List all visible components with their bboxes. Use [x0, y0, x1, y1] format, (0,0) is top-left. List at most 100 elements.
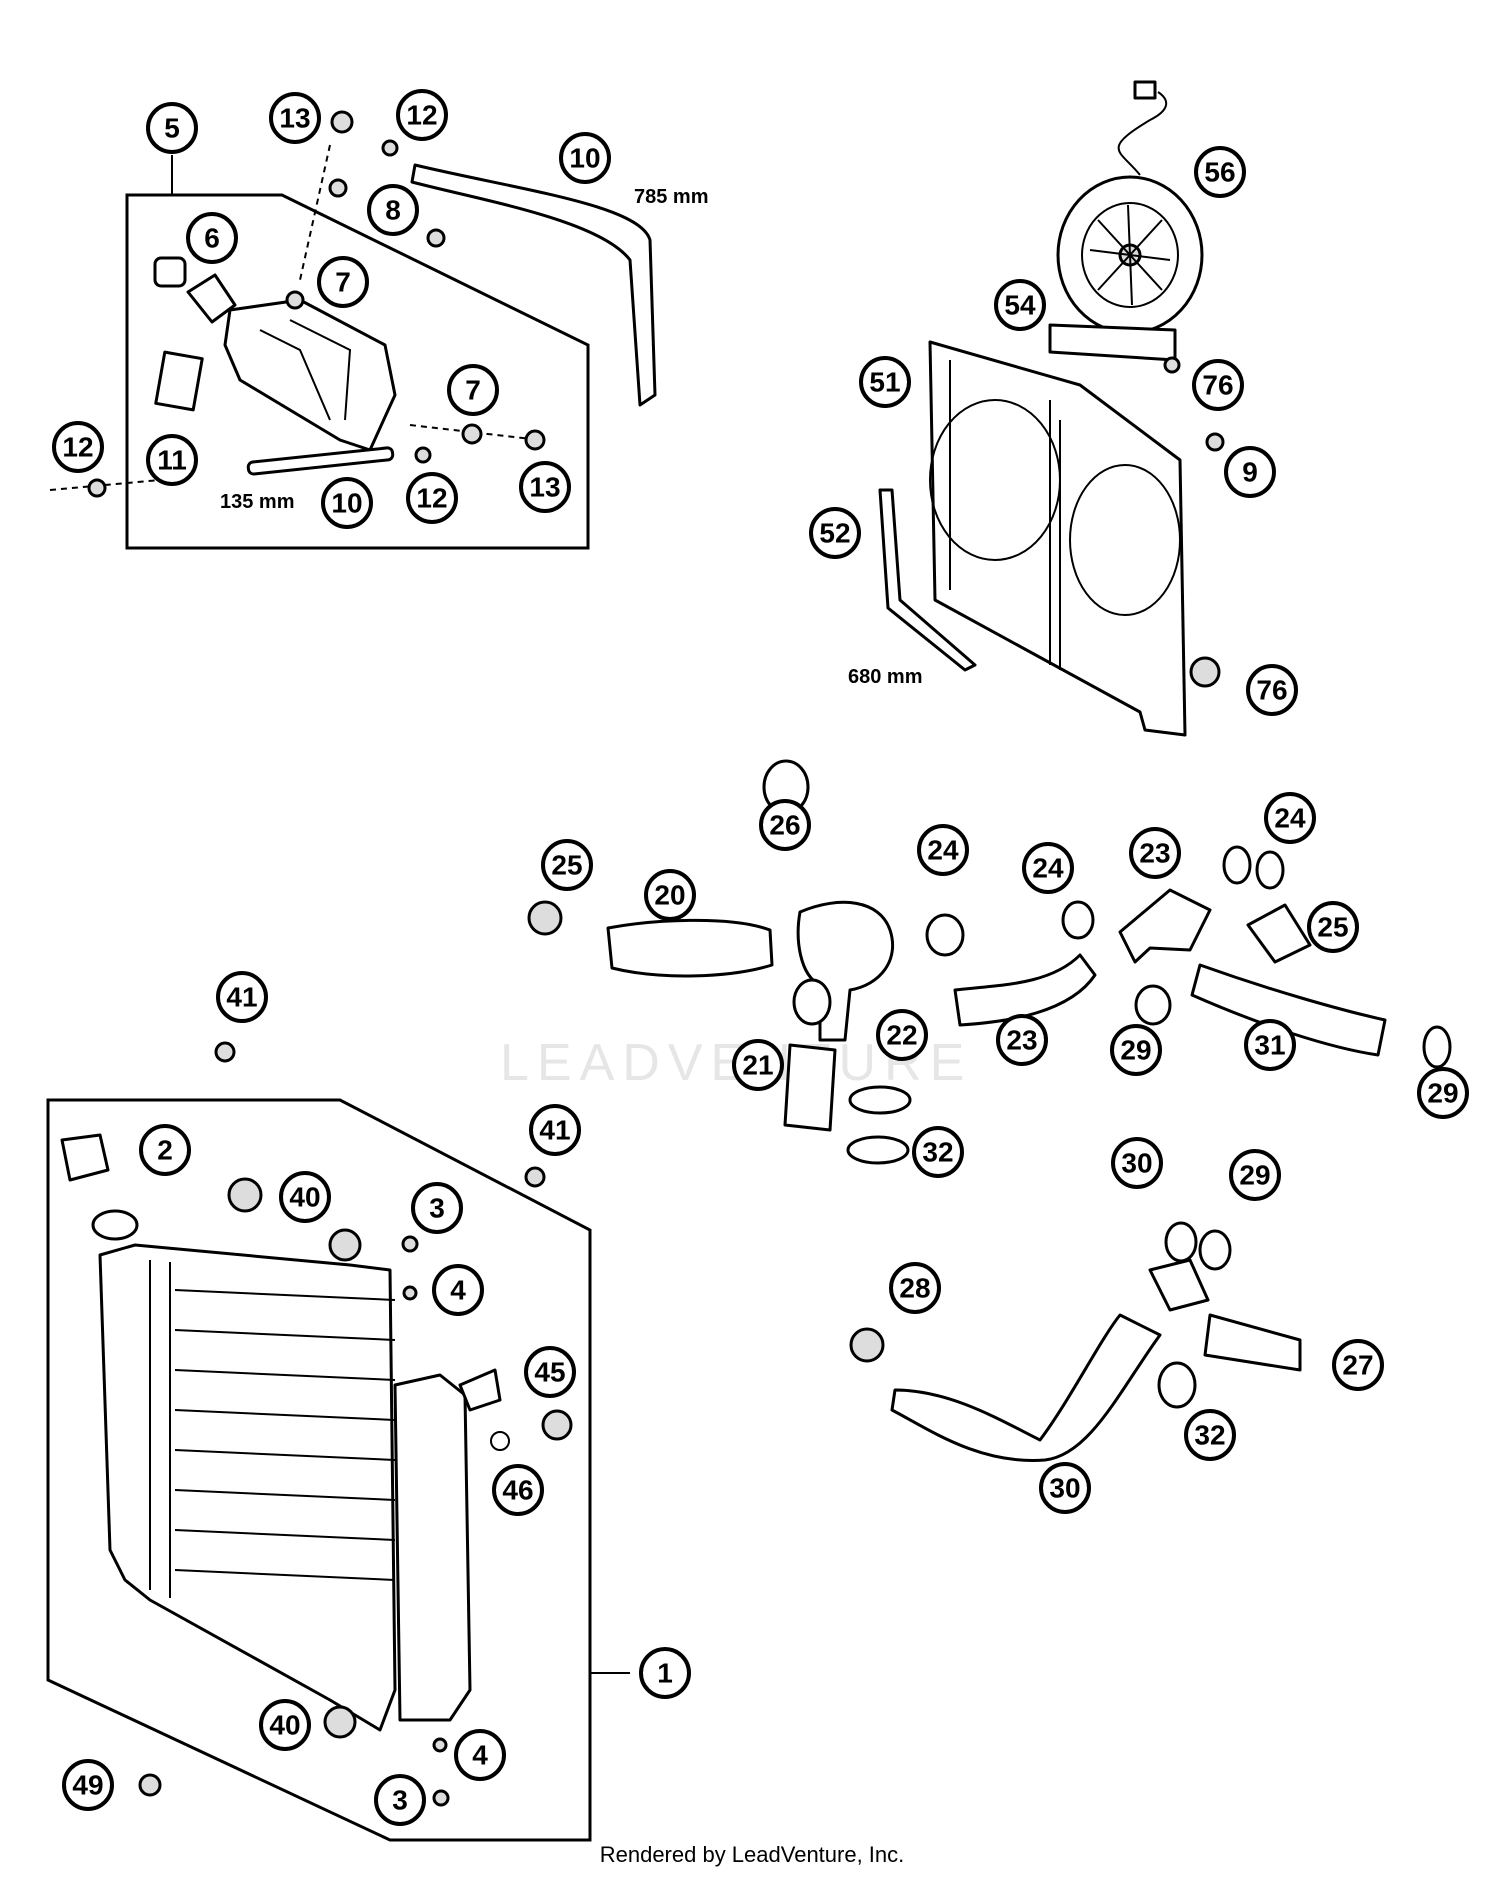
radiator-side-tank	[393, 1373, 472, 1722]
clamp-32	[1157, 1361, 1197, 1409]
callout: 51	[859, 356, 911, 408]
clamp-29	[925, 913, 965, 957]
hose-23	[953, 953, 1097, 1027]
callout-label: 41	[539, 1115, 570, 1146]
expansion-tank-group-box	[125, 193, 590, 550]
callout-label: 13	[279, 103, 310, 134]
callout-label: 26	[769, 810, 800, 841]
callout: 29	[1417, 1067, 1469, 1119]
screw-icon	[328, 178, 348, 198]
edge-strip	[878, 488, 977, 672]
callout-label: 32	[1194, 1420, 1225, 1451]
screw-icon	[214, 1041, 236, 1063]
hose-26	[1190, 963, 1387, 1057]
callout-label: 7	[335, 267, 351, 298]
clamp-icon	[527, 900, 563, 936]
callout-label: 5	[164, 113, 180, 144]
clip-icon	[414, 446, 432, 464]
clamp-29c	[1134, 984, 1172, 1026]
callout: 27	[1332, 1339, 1384, 1391]
callout: 76	[1246, 664, 1298, 716]
callout: 23	[996, 1014, 1048, 1066]
cooling-fan	[1056, 80, 1204, 335]
callout: 4	[432, 1264, 484, 1316]
screw-icon	[1163, 356, 1181, 374]
callout-label: 49	[72, 1770, 103, 1801]
clamp-icon	[849, 1327, 885, 1363]
hose-20	[606, 918, 774, 978]
callout-markers: 5 6 13 12 10 8 7 7 12 11 10 12 13 56 54 …	[52, 89, 1469, 1826]
grommet-icon	[227, 1177, 263, 1213]
callout-label: 76	[1202, 370, 1233, 401]
short-hose	[246, 446, 395, 476]
callout-label: 29	[1120, 1035, 1151, 1066]
bolt-icon	[401, 1235, 419, 1253]
callout: 2	[139, 1124, 191, 1176]
callout-label: 24	[927, 835, 959, 866]
screw-icon	[524, 1166, 546, 1188]
sensor-strip	[1048, 323, 1177, 362]
footer-credit: Rendered by LeadVenture, Inc.	[600, 1842, 905, 1867]
callout-label: 51	[869, 367, 900, 398]
callout: 12	[52, 421, 104, 473]
washer-icon	[432, 1737, 448, 1753]
screw-icon	[1205, 432, 1225, 452]
callout-label: 12	[416, 483, 447, 514]
pipe-21	[783, 1043, 837, 1132]
callout: 30	[1039, 1462, 1091, 1514]
bolt-icon	[330, 110, 354, 134]
callout-label: 25	[1317, 912, 1348, 943]
fan-connector	[1133, 80, 1157, 100]
fan-wire	[1117, 91, 1168, 176]
grommet-icon	[328, 1228, 362, 1262]
callout: 11	[146, 434, 198, 486]
callout: 1	[639, 1647, 691, 1699]
callout-label: 40	[269, 1710, 300, 1741]
fan-shroud	[928, 340, 1187, 737]
strip-length-label: 680 mm	[848, 666, 923, 688]
callout: 10	[559, 132, 611, 184]
callout-label: 11	[157, 445, 187, 476]
hose-25	[1246, 903, 1312, 964]
grommet-icon	[323, 1705, 357, 1739]
clamp-29d	[1222, 845, 1252, 885]
callout: 22	[876, 1009, 928, 1061]
callout: 26	[759, 799, 811, 851]
clamp-29g	[1164, 1221, 1198, 1263]
callout-label: 52	[819, 518, 850, 549]
radiator-cap	[60, 1133, 110, 1182]
callout: 20	[644, 869, 696, 921]
hose-28	[890, 1313, 1162, 1462]
bolt-icon	[432, 1789, 450, 1807]
callout: 12	[406, 472, 458, 524]
callout-label: 8	[385, 195, 401, 226]
callout: 5	[146, 102, 198, 154]
callout-label: 28	[899, 1273, 930, 1304]
callout: 3	[411, 1182, 463, 1234]
callout: 31	[1244, 1019, 1296, 1071]
callout-label: 41	[226, 982, 257, 1013]
callout: 10	[321, 477, 373, 529]
callout: 40	[279, 1171, 331, 1223]
hose-length-label: 785 mm	[634, 186, 709, 208]
callout-label: 23	[1006, 1025, 1037, 1056]
callout: 8	[367, 184, 419, 236]
callout: 41	[216, 971, 268, 1023]
fixing-axis	[299, 144, 331, 281]
callout: 3	[374, 1774, 426, 1826]
clamp-29b	[1061, 900, 1095, 940]
callout-label: 30	[1121, 1148, 1152, 1179]
hose-27	[1203, 1313, 1302, 1372]
callout: 21	[732, 1039, 784, 1091]
callout-label: 4	[472, 1740, 488, 1771]
radiator-group-box	[46, 1098, 592, 1842]
clamp-29f	[1422, 1025, 1452, 1069]
callout-label: 31	[1254, 1030, 1285, 1061]
clamp-29h	[1198, 1229, 1232, 1271]
callout-label: 21	[742, 1050, 773, 1081]
callout-label: 6	[204, 223, 220, 254]
callout: 9	[1224, 446, 1276, 498]
callout-label: 29	[1239, 1160, 1270, 1191]
callout: 54	[994, 279, 1046, 331]
callout-label: 22	[886, 1020, 917, 1051]
